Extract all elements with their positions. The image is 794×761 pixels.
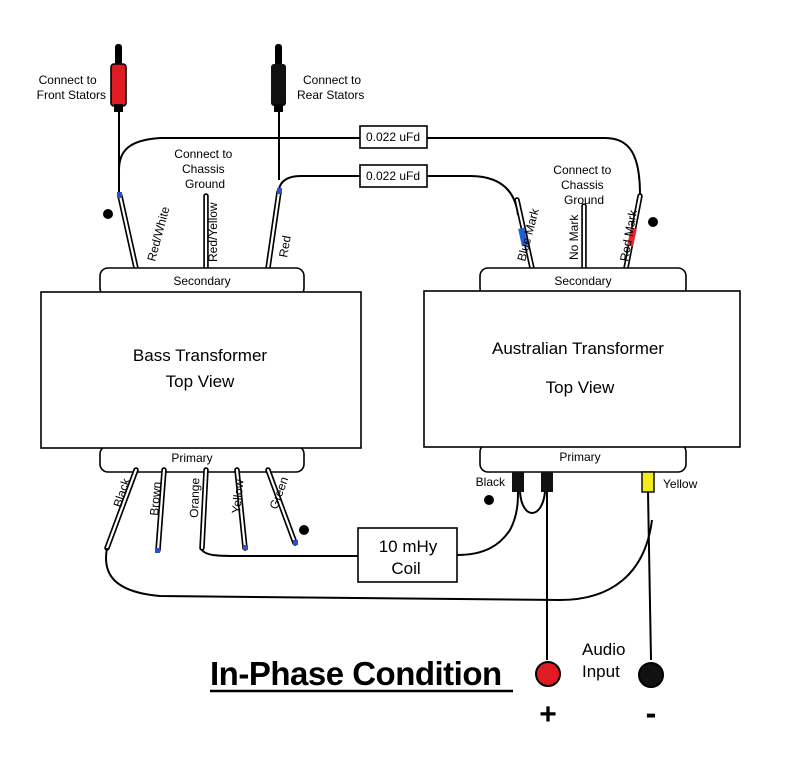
audio-input-label: Audio Input: [582, 640, 630, 681]
bass-secondary-label: Secondary: [173, 274, 230, 288]
capacitor-top: 0.022 uFd: [359, 125, 428, 149]
svg-text:Coil: Coil: [391, 559, 420, 578]
bass-wire-red-yellow: Red/Yellow: [206, 202, 220, 262]
svg-text:10 mHy: 10 mHy: [379, 537, 438, 556]
bass-wire-orange: Orange: [187, 477, 202, 518]
aus-primary-terminal-2: [541, 472, 553, 492]
mid-bus-left: [278, 175, 360, 191]
minus-sign: -: [646, 695, 657, 731]
orange-to-coil-wire: [201, 549, 358, 557]
negative-input-jack[interactable]: [638, 662, 664, 688]
bass-title-line1: Bass Transformer: [133, 346, 267, 365]
rear-stator-plug: [271, 44, 286, 112]
polarity-dot-aus-primary: [484, 495, 494, 505]
bass-primary-leads: [104, 467, 298, 553]
bass-secondary-leads: [117, 188, 282, 271]
front-stator-plug: [110, 44, 127, 112]
bass-ground-label: Connect to Chassis Ground: [174, 147, 235, 191]
plus-sign: +: [539, 698, 557, 731]
coil: 10 mHy Coil: [357, 527, 458, 583]
bass-transformer-body: [40, 291, 362, 449]
positive-input-jack[interactable]: [535, 661, 561, 687]
mid-bus-right: [427, 175, 519, 216]
bass-wire-red-white: Red/White: [144, 205, 172, 263]
aus-title-line1: Australian Transformer: [492, 339, 664, 358]
bass-wire-brown: Brown: [147, 481, 164, 516]
aus-ground-label: Connect to Chassis Ground: [553, 163, 614, 207]
polarity-dot-aus-secondary: [648, 217, 658, 227]
polarity-dot-bass-primary: [299, 525, 309, 535]
bass-wire-yellow: Yellow: [229, 478, 247, 514]
aus-secondary-label: Secondary: [554, 274, 611, 288]
aus-wire-black: Black: [476, 475, 506, 489]
aus-title-line2: Top View: [546, 378, 615, 397]
top-bus-left: [118, 137, 360, 171]
aus-wire-no-mark: No Mark: [567, 214, 581, 260]
capacitor-bottom: 0.022 uFd: [359, 164, 428, 188]
svg-text:0.022 uFd: 0.022 uFd: [366, 130, 420, 144]
front-stators-label: Connect to Front Stators: [37, 73, 106, 102]
coil-to-aus-wire: [456, 491, 519, 556]
aus-primary-terminal-yellow: [641, 471, 655, 493]
bass-wire-red: Red: [276, 234, 294, 258]
aus-secondary-leads: [514, 193, 643, 271]
bass-primary-label: Primary: [171, 451, 212, 465]
rear-stators-label: Connect to Rear Stators: [297, 73, 364, 102]
polarity-dot-bass-secondary: [103, 209, 113, 219]
negative-wire: [647, 491, 652, 661]
aus-terminal-jumper: [519, 491, 546, 514]
top-bus-right: [427, 137, 641, 196]
australian-transformer: Secondary Primary Australian Transformer…: [423, 267, 741, 473]
bass-transformer: Secondary Primary Bass Transformer Top V…: [40, 267, 362, 473]
aus-wire-yellow: Yellow: [663, 477, 698, 491]
bass-black-return-wire: [105, 519, 653, 602]
aus-transformer-body: [423, 290, 741, 448]
aus-wire-red-mark: Red Mark: [617, 208, 640, 263]
diagram-title: In-Phase Condition: [210, 655, 502, 692]
bass-title-line2: Top View: [166, 372, 235, 391]
aus-primary-label: Primary: [559, 450, 600, 464]
aus-primary-terminal-1: [512, 472, 524, 492]
svg-text:0.022 uFd: 0.022 uFd: [366, 169, 420, 183]
